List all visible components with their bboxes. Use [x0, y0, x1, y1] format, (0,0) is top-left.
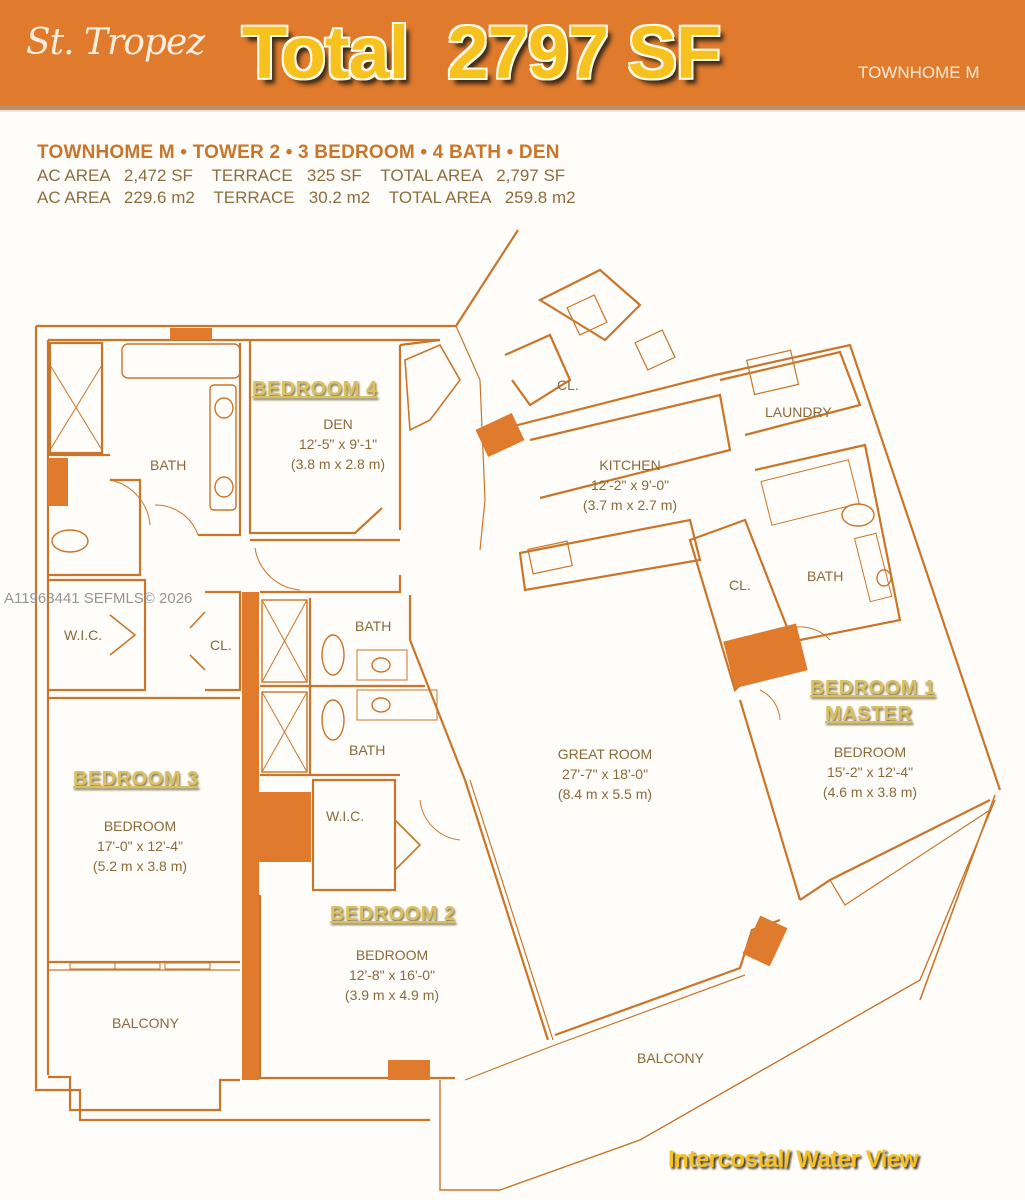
laundry-label: LAUNDRY — [765, 404, 832, 420]
bedroom4-label: DEN 12'-5" x 9'-1" (3.8 m x 2.8 m) — [268, 414, 408, 474]
kitchen-dims: 12'-2" x 9'-0" — [590, 477, 670, 493]
balcony-main-label: BALCONY — [637, 1050, 704, 1066]
master-closet-label: CL. — [729, 577, 751, 593]
bedroom2-dims: 12'-8" x 16'-0" — [348, 967, 436, 983]
area-metric: AC AREA 229.6 m2 TERRACE 30.2 m2 TOTAL A… — [37, 188, 576, 207]
great-room-label: GREAT ROOM 27'-7" x 18'-0" (8.4 m x 5.5 … — [535, 744, 675, 804]
column — [170, 328, 212, 340]
area-imperial: AC AREA 2,472 SF TERRACE 325 SF TOTAL AR… — [37, 166, 566, 185]
outer-wall-top-left — [36, 229, 519, 328]
bath-center-bottom-label: BATH — [349, 742, 386, 758]
bath-center-top-label: BATH — [355, 618, 392, 634]
wic-left-label: W.I.C. — [64, 627, 103, 643]
bedroom1-name: BEDROOM — [833, 744, 907, 760]
st-tropez-logo: St. Tropez — [26, 22, 205, 63]
bedroom3-dims: 17'-0" x 12'-4" — [96, 838, 184, 854]
kitchen-name: KITCHEN — [599, 457, 661, 473]
mls-watermark: A11963441 SEFMLS© 2026 — [4, 590, 193, 607]
bedroom3-label: BEDROOM 17'-0" x 12'-4" (5.2 m x 3.8 m) — [70, 816, 210, 876]
kitchen-closet-label: CL. — [557, 377, 579, 393]
unit-specs: TOWNHOME M • TOWER 2 • 3 BEDROOM • 4 BAT… — [37, 142, 576, 208]
bedroom2-label: BEDROOM 12'-8" x 16'-0" (3.9 m x 4.9 m) — [322, 945, 462, 1005]
bedroom1-metric: (4.6 m x 3.8 m) — [822, 784, 918, 800]
bedroom1-dims: 15'-2" x 12'-4" — [826, 764, 914, 780]
closet-left-label: CL. — [210, 637, 232, 653]
kitchen-metric: (3.7 m x 2.7 m) — [582, 497, 678, 513]
view-label: Intercostal/ Water View — [668, 1146, 918, 1173]
master-bath-label: BATH — [807, 568, 844, 584]
bedroom3-title: BEDROOM 3 — [73, 768, 199, 790]
bedroom1-subtitle: MASTER — [825, 703, 913, 725]
bedroom2-name: BEDROOM — [355, 947, 429, 963]
bedroom3-metric: (5.2 m x 3.8 m) — [92, 858, 188, 874]
bedroom4-dims: 12'-5" x 9'-1" — [298, 436, 378, 452]
great-room-dims: 27'-7" x 18'-0" — [561, 766, 649, 782]
bedroom2-metric: (3.9 m x 4.9 m) — [344, 987, 440, 1003]
bedroom1-title: BEDROOM 1 — [810, 677, 936, 699]
kitchen-label: KITCHEN 12'-2" x 9'-0" (3.7 m x 2.7 m) — [570, 455, 690, 515]
bath-nw-label: BATH — [150, 457, 187, 473]
balcony-left-label: BALCONY — [112, 1015, 179, 1031]
unit-summary: TOWNHOME M • TOWER 2 • 3 BEDROOM • 4 BAT… — [37, 142, 560, 163]
header-banner — [0, 0, 1025, 106]
model-tag: TOWNHOME M — [858, 63, 980, 82]
bedroom3-name: BEDROOM — [103, 818, 177, 834]
total-area-headline: Total 2797 SF — [242, 11, 721, 94]
bedroom4-name: DEN — [323, 416, 353, 432]
bedroom4-title: BEDROOM 4 — [252, 378, 378, 400]
wic-center-label: W.I.C. — [326, 808, 365, 824]
bedroom4-metric: (3.8 m x 2.8 m) — [290, 456, 386, 472]
header-divider — [0, 106, 1025, 110]
great-room-metric: (8.4 m x 5.5 m) — [557, 786, 653, 802]
bedroom1-label: BEDROOM 15'-2" x 12'-4" (4.6 m x 3.8 m) — [800, 742, 940, 802]
header-divider-light — [0, 110, 1025, 112]
great-room-name: GREAT ROOM — [557, 746, 653, 762]
bedroom2-title: BEDROOM 2 — [330, 903, 456, 925]
